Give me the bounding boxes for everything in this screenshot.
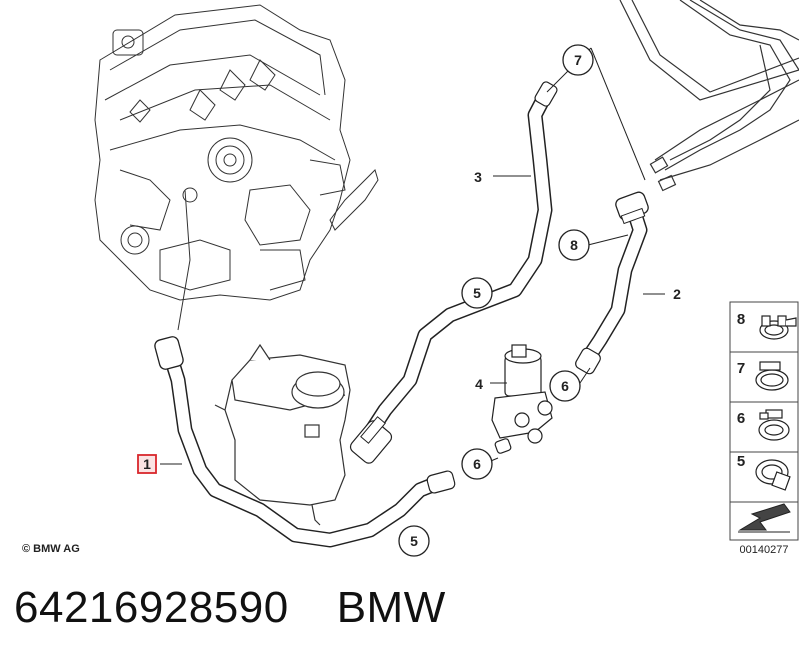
callout-6-lower-label: 6 xyxy=(473,456,481,472)
callout-2-label: 2 xyxy=(673,286,681,302)
callout-2: 2 xyxy=(673,286,681,302)
clamp-6-icon xyxy=(758,409,790,441)
callout-7: 7 xyxy=(562,44,594,76)
side-panel-label-6: 6 xyxy=(737,410,745,427)
clamp-7-icon xyxy=(755,361,789,391)
callout-5-upper-label: 5 xyxy=(473,285,481,301)
side-panel: 8 7 6 5 xyxy=(729,301,799,556)
callout-3: 3 xyxy=(474,169,482,185)
part-number: 64216928590 xyxy=(14,583,289,632)
heater-core xyxy=(619,0,799,192)
hose-1 xyxy=(154,336,456,548)
callout-1-label: 1 xyxy=(143,456,151,472)
brand-name: BMW xyxy=(336,583,446,632)
callout-8-label: 8 xyxy=(570,237,578,253)
callout-7-label: 7 xyxy=(574,52,582,68)
copyright-text: © BMW AG xyxy=(22,543,80,555)
image-number: 00140277 xyxy=(740,544,789,556)
hose-2 xyxy=(575,191,649,375)
clamp-5-icon xyxy=(755,459,791,491)
water-pump xyxy=(491,344,553,454)
engine-block xyxy=(94,4,379,331)
callout-8: 8 xyxy=(558,229,590,261)
arrow-icon xyxy=(738,503,791,533)
callout-6-upper-label: 6 xyxy=(561,378,569,394)
callout-5-lower-label: 5 xyxy=(410,533,418,549)
callout-6-upper: 6 xyxy=(549,370,581,402)
callout-5-upper: 5 xyxy=(461,277,493,309)
side-panel-label-5: 5 xyxy=(737,453,745,470)
callout-3-label: 3 xyxy=(474,169,482,185)
expansion-tank xyxy=(214,343,351,526)
callout-5-lower: 5 xyxy=(398,525,430,557)
side-panel-label-8: 8 xyxy=(737,311,745,328)
side-panel-label-7: 7 xyxy=(737,360,745,377)
caption: 64216928590 BMW xyxy=(14,583,446,633)
clamp-8-icon xyxy=(759,315,797,340)
callout-6-lower: 6 xyxy=(461,448,493,480)
callout-4-label: 4 xyxy=(475,376,483,392)
callout-1-highlighted: 1 xyxy=(137,454,157,474)
callout-4: 4 xyxy=(475,376,483,392)
